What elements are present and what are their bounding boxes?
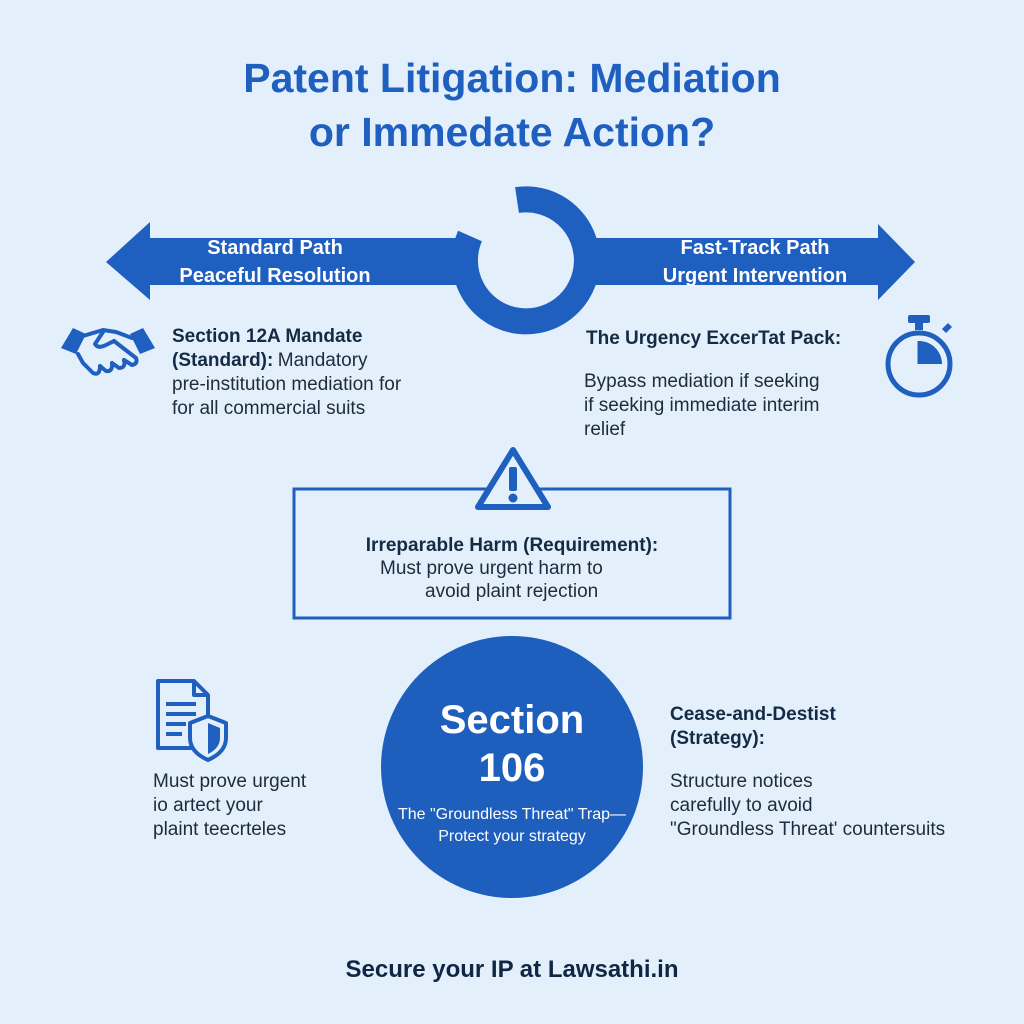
title-line-2: or Immedate Action? — [308, 109, 716, 155]
cease-text-block: Structure notices carefully to avoid "Gr… — [670, 770, 1010, 842]
section-12a-text-inline: Mandatory — [277, 350, 368, 371]
cease-line-2: carefully to avoid — [670, 795, 813, 816]
document-shield-icon — [156, 679, 228, 762]
standard-path-line-2: Peaceful Resolution — [179, 265, 371, 287]
urgency-line-1: Bypass mediation if seeking — [584, 371, 820, 392]
stopwatch-icon — [885, 315, 953, 398]
left-note-line-2: io artect your — [153, 795, 263, 816]
standard-path-arrow — [106, 222, 470, 300]
handshake-icon — [61, 328, 155, 376]
harm-line-2: avoid plaint rejection — [425, 581, 599, 602]
section-106-title-line-2: 106 — [478, 746, 546, 790]
harm-line-1: Must prove urgent harm to — [380, 558, 603, 579]
cease-line-3: "Groundless Threat' countersuits — [670, 819, 946, 840]
cease-heading-line-2: (Strategy): — [670, 728, 766, 749]
section-106-circle — [381, 636, 643, 898]
standard-path-label: Standard Path Peaceful Resolution — [155, 234, 395, 290]
left-note-line-1: Must prove urgent — [153, 771, 307, 792]
urgency-heading: The Urgency ExcerTat Pack: — [586, 328, 842, 349]
left-note-line-3: plaint teecrteles — [153, 819, 287, 840]
section-12a-line-3: pre-institution mediation for — [172, 374, 402, 395]
cease-heading-block: Cease-and-Destist (Strategy): — [670, 703, 990, 751]
section-106-sub-line-2: Protect your strategy — [438, 828, 586, 845]
footer-cta: Secure your IP at Lawsathi.in — [345, 956, 679, 983]
section-12a-line-4: for all commercial suits — [172, 398, 366, 419]
center-ring — [451, 186, 600, 335]
fast-track-path-line-1: Fast-Track Path — [680, 237, 830, 259]
section-106-sub-line-1: The "Groundless Threat" Trap— — [397, 806, 627, 823]
cease-heading-line-1: Cease-and-Destist — [670, 704, 836, 725]
harm-heading: Irreparable Harm (Requirement): — [365, 535, 659, 556]
standard-path-line-1: Standard Path — [207, 237, 343, 259]
urgency-line-2: if seeking immediate interim — [584, 395, 820, 416]
title-line-1: Patent Litigation: Mediation — [243, 55, 781, 101]
fast-track-path-line-2: Urgent Intervention — [662, 265, 848, 287]
section-12a-line-2: (Standard): Mandatory — [172, 349, 492, 373]
cease-line-1: Structure notices — [670, 771, 813, 792]
fast-track-path-arrow — [575, 224, 915, 300]
urgency-text-block: Bypass mediation if seeking if seeking i… — [584, 370, 874, 442]
warning-icon — [475, 447, 551, 510]
section-12a-heading-cont: (Standard): — [172, 350, 274, 371]
section-106-title-line-1: Section — [439, 698, 585, 742]
urgency-line-3: relief — [584, 419, 626, 440]
section-12a-block: Section 12A Mandate (Standard): Mandator… — [172, 325, 492, 421]
fast-track-path-label: Fast-Track Path Urgent Intervention — [635, 234, 875, 290]
left-note-block: Must prove urgent io artect your plaint … — [153, 770, 373, 842]
section-12a-heading: Section 12A Mandate — [172, 326, 363, 347]
